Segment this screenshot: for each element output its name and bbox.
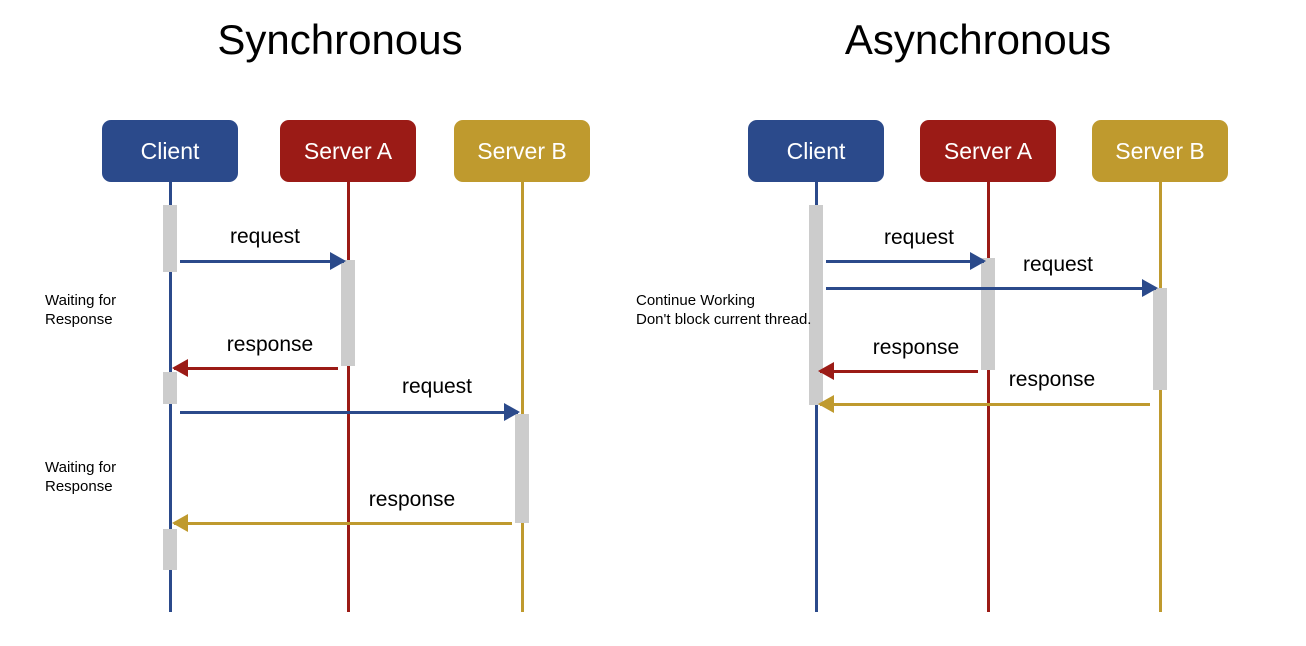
message-arrowhead-synchronous-0 [330, 252, 346, 270]
actor-box-synchronous-client[interactable]: Client [102, 120, 238, 182]
message-line-asynchronous-1 [826, 287, 1156, 290]
message-label-asynchronous-1: request [1022, 253, 1094, 276]
message-line-asynchronous-3 [820, 403, 1150, 406]
actor-label: Client [786, 137, 846, 164]
note-synchronous-1: Waiting for Response [45, 459, 117, 496]
message-label-synchronous-3: response [368, 488, 456, 511]
message-arrowhead-synchronous-2 [504, 403, 520, 421]
message-line-asynchronous-2 [820, 370, 978, 373]
message-line-synchronous-0 [180, 260, 344, 263]
actor-box-asynchronous-serverb[interactable]: Server B [1092, 120, 1228, 182]
lifeline-asynchronous-serverb [1159, 182, 1162, 612]
lifeline-synchronous-serverb [521, 182, 524, 612]
actor-label: Server A [303, 137, 393, 164]
message-label-synchronous-0: request [229, 225, 301, 248]
activation-bar-asynchronous-servera-1 [981, 258, 995, 370]
actor-label: Server A [943, 137, 1033, 164]
message-line-synchronous-1 [174, 367, 338, 370]
message-arrowhead-asynchronous-3 [818, 395, 834, 413]
activation-bar-asynchronous-serverb-2 [1153, 288, 1167, 390]
diagram-title-synchronous: Synchronous [217, 16, 463, 63]
message-label-synchronous-2: request [401, 375, 473, 398]
activation-bar-synchronous-servera-1 [341, 260, 355, 366]
activation-bar-synchronous-client-4 [163, 529, 177, 570]
message-line-synchronous-3 [174, 522, 512, 525]
note-asynchronous-0: Continue Working Don't block current thr… [636, 292, 812, 329]
message-label-asynchronous-2: response [872, 336, 960, 359]
message-label-synchronous-1: response [226, 333, 314, 356]
message-arrowhead-asynchronous-0 [970, 252, 986, 270]
message-arrowhead-synchronous-3 [172, 514, 188, 532]
actor-label: Client [140, 137, 200, 164]
activation-bar-synchronous-client-0 [163, 205, 177, 272]
activation-bar-synchronous-serverb-3 [515, 414, 529, 523]
message-line-synchronous-2 [180, 411, 518, 414]
message-arrowhead-asynchronous-2 [818, 362, 834, 380]
lifeline-asynchronous-servera [987, 182, 990, 612]
actor-label: Server B [477, 137, 567, 164]
actor-label: Server B [1115, 137, 1205, 164]
actor-box-synchronous-serverb[interactable]: Server B [454, 120, 590, 182]
message-arrowhead-asynchronous-1 [1142, 279, 1158, 297]
actor-box-synchronous-servera[interactable]: Server A [280, 120, 416, 182]
message-arrowhead-synchronous-1 [172, 359, 188, 377]
message-label-asynchronous-0: request [883, 226, 955, 249]
activation-bar-synchronous-client-2 [163, 372, 177, 404]
lifeline-synchronous-servera [347, 182, 350, 612]
message-line-asynchronous-0 [826, 260, 984, 263]
actor-box-asynchronous-servera[interactable]: Server A [920, 120, 1056, 182]
actor-box-asynchronous-client[interactable]: Client [748, 120, 884, 182]
message-label-asynchronous-3: response [1008, 368, 1096, 391]
note-synchronous-0: Waiting for Response [45, 292, 117, 329]
activation-bar-asynchronous-client-0 [809, 205, 823, 405]
diagram-title-asynchronous: Asynchronous [844, 16, 1112, 63]
